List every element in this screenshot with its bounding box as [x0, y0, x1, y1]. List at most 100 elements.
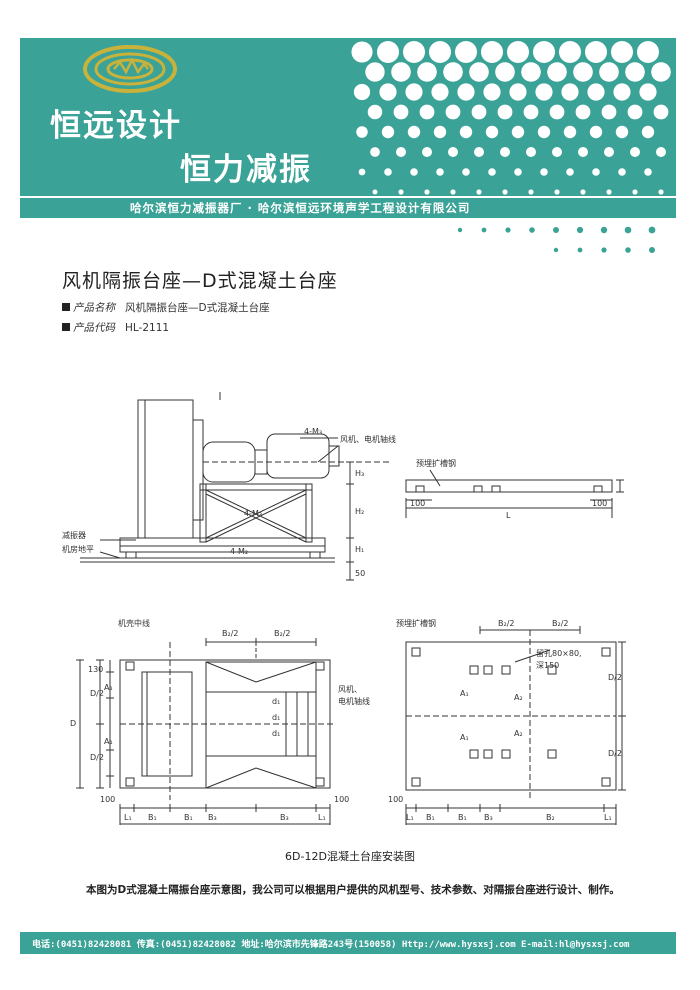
- label-100-left: 100: [410, 499, 425, 508]
- pattern-dot: [481, 41, 503, 63]
- pattern-dot: [535, 83, 553, 101]
- label-l1-a: L₁: [124, 813, 132, 822]
- pattern-dot: [566, 168, 574, 176]
- slogan-line-1: 恒远设计: [50, 108, 182, 144]
- pattern-dot: [384, 168, 392, 176]
- pattern-dot: [407, 125, 421, 139]
- pattern-dot: [639, 83, 657, 101]
- pattern-dot: [514, 168, 522, 176]
- pattern-dot: [379, 83, 397, 101]
- pattern-dot: [601, 104, 617, 120]
- pattern-dot: [537, 125, 551, 139]
- label-motor-axis-3: 电机轴线: [338, 696, 370, 706]
- pattern-dot: [393, 104, 409, 120]
- label-floor: 机房地平: [62, 544, 94, 554]
- label-100-bot-a: 100: [100, 795, 115, 804]
- label-b2r-half-b: B₂/2: [552, 619, 568, 628]
- slogan-line-2: 恒力减振: [180, 152, 312, 188]
- header-banner: 恒远设计 恒力减振: [20, 38, 676, 196]
- label-m4-bot: 4-M₂: [230, 547, 248, 556]
- pattern-dot: [641, 125, 655, 139]
- pattern-dot: [410, 168, 418, 176]
- pattern-dot: [396, 147, 406, 157]
- pattern-dot: [509, 83, 527, 101]
- bullet-square-icon: [62, 303, 70, 311]
- decor-dots-lower: [457, 226, 656, 253]
- footer-bar: 电话:(0451)82428081 传真:(0451)82428082 地址:哈…: [20, 932, 676, 954]
- pattern-dot: [549, 104, 565, 120]
- pattern-dot: [563, 125, 577, 139]
- pattern-dot: [585, 41, 607, 63]
- installation-drawing: 4-M₃ 风机、电机轴线 4-M₃ 4-M₂ 减振器 机房地平 H₃ H₂ H₁…: [62, 392, 626, 825]
- pattern-dot: [372, 189, 378, 195]
- pattern-dot: [554, 189, 560, 195]
- pattern-dot: [419, 104, 435, 120]
- pattern-dot: [587, 83, 605, 101]
- product-title: 风机隔振台座—D式混凝土台座: [62, 270, 338, 292]
- pattern-dot: [403, 41, 425, 63]
- pattern-dot: [367, 104, 383, 120]
- pattern-dot: [552, 147, 562, 157]
- label-100-bot-b: 100: [334, 795, 349, 804]
- pattern-dot: [511, 125, 525, 139]
- pattern-dot: [521, 62, 541, 82]
- label-casing-axis: 机壳中线: [118, 618, 150, 628]
- pattern-dot: [391, 62, 411, 82]
- label-rb2: B₂: [546, 813, 555, 822]
- pattern-dot: [653, 104, 669, 120]
- pattern-dot: [651, 62, 671, 82]
- pattern-dot: [381, 125, 395, 139]
- pattern-dot: [561, 83, 579, 101]
- pattern-dot: [488, 168, 496, 176]
- pattern-dot: [625, 62, 645, 82]
- pattern-dot: [474, 147, 484, 157]
- pattern-dot: [417, 62, 437, 82]
- label-130: 130: [88, 665, 103, 674]
- label-d1-b: d₁: [272, 713, 280, 722]
- label-b2r-half-a: B₂/2: [498, 619, 514, 628]
- label-a1-d: A₁: [460, 733, 469, 742]
- pattern-dot: [443, 62, 463, 82]
- bullet-square-icon: [62, 323, 70, 331]
- contact-info: 电话:(0451)82428081 传真:(0451)82428082 地址:哈…: [32, 940, 630, 950]
- pattern-dot: [502, 189, 508, 195]
- pattern-dot: [630, 147, 640, 157]
- pattern-dot: [485, 125, 499, 139]
- pattern-dot: [469, 62, 489, 82]
- pattern-dot: [658, 189, 664, 195]
- label-hole-size: 留孔80×80,: [536, 648, 582, 658]
- pattern-dot: [559, 41, 581, 63]
- pattern-dot: [526, 147, 536, 157]
- product-name-label: 产品名称: [73, 302, 115, 314]
- pattern-dot: [540, 168, 548, 176]
- label-b1-b: B₁: [184, 813, 193, 822]
- label-a1-b: A₁: [104, 737, 113, 746]
- pattern-dot: [611, 41, 633, 63]
- label-damper: 减振器: [62, 530, 86, 540]
- label-b3-a: B₃: [208, 813, 217, 822]
- pattern-dot: [405, 83, 423, 101]
- label-h2: H₂: [355, 507, 364, 516]
- label-d2-bot: D/2: [90, 753, 104, 762]
- label-embedded-steel-top: 预埋扩槽钢: [416, 458, 456, 468]
- drawing-caption: 6D-12D混凝土台座安装图: [285, 850, 415, 863]
- label-m4-top: 4-M₃: [304, 427, 322, 436]
- label-motor-axis-2: 风机、: [338, 684, 362, 694]
- pattern-dot: [356, 126, 368, 138]
- label-h3: H₃: [355, 469, 364, 478]
- label-b1-a: B₁: [148, 813, 157, 822]
- company-logo: [83, 45, 177, 93]
- pattern-dot: [575, 104, 591, 120]
- pattern-dot: [644, 168, 652, 176]
- label-motor-axis: 风机、电机轴线: [340, 434, 396, 444]
- label-m4-mid: 4-M₃: [244, 509, 262, 518]
- pattern-dot: [618, 168, 626, 176]
- pattern-dot: [495, 62, 515, 82]
- label-d1-c: d₁: [272, 729, 280, 738]
- pattern-dot: [462, 168, 470, 176]
- label-100-right-bot: 100: [388, 795, 403, 804]
- pattern-dot: [573, 62, 593, 82]
- label-d2-top: D/2: [90, 689, 104, 698]
- pattern-dot: [377, 41, 399, 63]
